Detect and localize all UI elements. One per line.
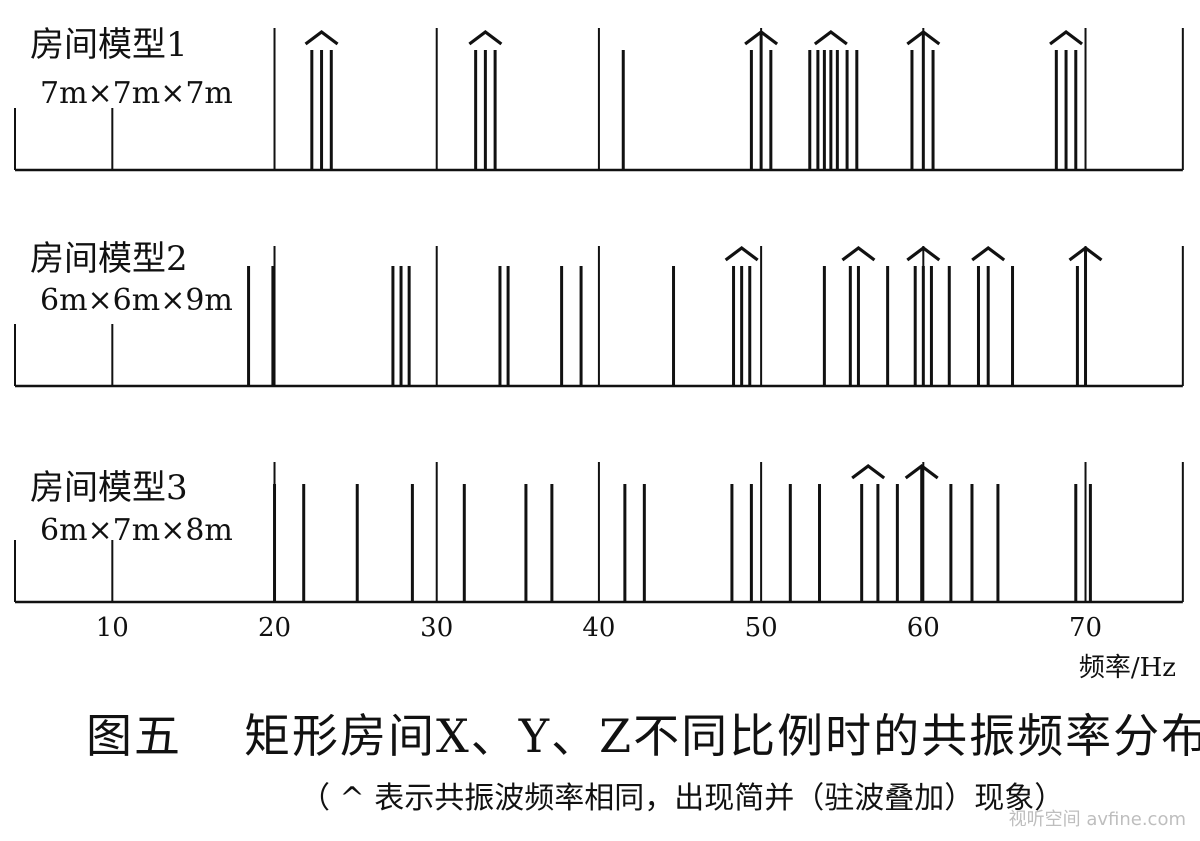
x-tick-label: 20: [258, 613, 291, 643]
x-tick-label: 30: [420, 613, 453, 643]
x-tick-label: 60: [907, 613, 940, 643]
coincident-arrow-marker: [906, 30, 941, 46]
panel-name: 房间模型2: [30, 239, 188, 279]
x-tick-label: 50: [745, 613, 778, 643]
panel-room-model-1: 房间模型1 7m×7m×7m: [14, 25, 1184, 172]
figure-title: 矩形房间X、Y、Z不同比例时的共振频率分布: [244, 709, 1200, 763]
coincident-cap-marker: [304, 30, 339, 46]
panel-room-model-3: 房间模型3 6m×7m×8m: [14, 462, 1184, 604]
coincident-arrow-marker: [744, 30, 779, 46]
coincident-cap-marker: [468, 30, 503, 46]
coincident-cap-marker: [971, 246, 1006, 262]
panel-dimensions: 6m×6m×9m: [40, 283, 233, 318]
figure-note: （ ^ 表示共振波频率相同，出现简并（驻波叠加）现象）: [300, 781, 1065, 816]
panel-room-model-2: 房间模型2 6m×6m×9m: [14, 239, 1184, 388]
resonance-frequency-figure: 房间模型1 7m×7m×7m 房间模型2 6m×6m×9m 房间模型3 6m×7…: [14, 25, 1184, 683]
x-tick-label: 10: [96, 613, 129, 643]
coincident-cap-marker: [813, 30, 848, 46]
x-axis-label: 频率/Hz: [1079, 653, 1176, 683]
coincident-cap-marker: [851, 464, 886, 480]
panel-name: 房间模型3: [30, 468, 188, 508]
watermark: 视听空间 avfine.com: [1008, 809, 1186, 830]
panel-dimensions: 6m×7m×8m: [40, 513, 233, 548]
coincident-arrow-marker: [1068, 246, 1103, 262]
coincident-cap-marker: [724, 246, 759, 262]
x-axis-tick-labels: 10 20 30 40 50 60 70: [96, 613, 1102, 643]
panel-dimensions: 7m×7m×7m: [40, 76, 233, 111]
coincident-cap-marker: [906, 246, 941, 262]
coincident-arrow-marker: [904, 464, 939, 480]
coincident-cap-marker: [841, 246, 876, 262]
coincident-cap-marker: [1049, 30, 1084, 46]
figure-number: 图五: [86, 709, 182, 763]
x-tick-label: 40: [582, 613, 615, 643]
panel-name: 房间模型1: [30, 25, 188, 65]
x-tick-label: 70: [1069, 613, 1102, 643]
